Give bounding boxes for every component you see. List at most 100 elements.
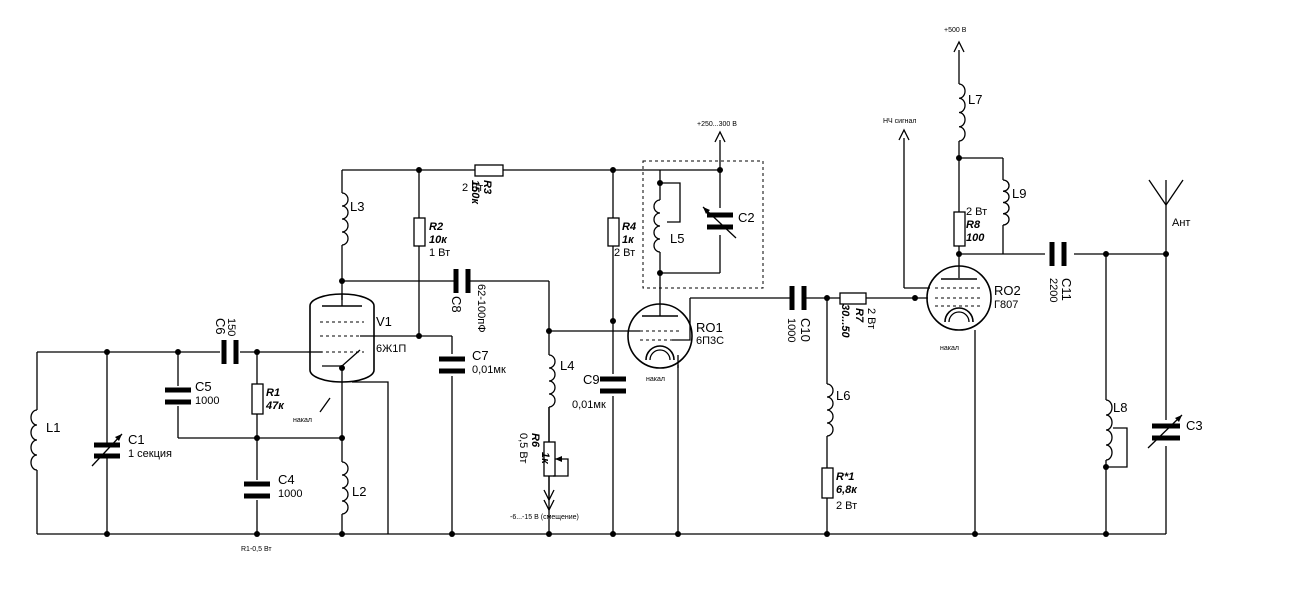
- bias-terminal: -6...-15 В (смещение): [510, 489, 579, 521]
- c8-label: C8: [449, 296, 464, 313]
- capacitor-c5: C5 1000: [164, 379, 219, 407]
- c1-label: C1: [128, 432, 145, 447]
- r4-value: 1к: [622, 234, 635, 246]
- resistor-r3: R3 150к 2 Вт: [462, 164, 504, 205]
- l2-label: L2: [352, 484, 366, 499]
- resistor-r4: R4 1к 2 Вт: [607, 217, 636, 259]
- c5-label: C5: [195, 379, 212, 394]
- antenna-icon: Ант: [1148, 179, 1190, 229]
- c9-label: C9: [583, 372, 600, 387]
- r6-label: R6: [529, 433, 541, 448]
- r3-label: R3: [481, 180, 493, 194]
- r2-power: 1 Вт: [429, 247, 450, 259]
- r1-label: R1: [266, 387, 280, 399]
- supply-ro2-label: +500 В: [944, 27, 967, 34]
- resistor-r2: R2 10к 1 Вт: [413, 217, 450, 259]
- l6-label: L6: [836, 388, 850, 403]
- resistor-r8: 2 Вт R8 100: [953, 206, 987, 247]
- c7-label: C7: [472, 348, 489, 363]
- c4-label: C4: [278, 472, 295, 487]
- ro2-type: Г807: [994, 299, 1018, 311]
- c9-value: 0,01мк: [572, 399, 606, 411]
- note-r1-power: R1-0,5 Вт: [241, 546, 272, 553]
- inductor-l7: L7: [952, 83, 982, 142]
- c4-value: 1000: [278, 488, 302, 500]
- capacitor-c10: C10 1000: [785, 286, 813, 342]
- inductor-l8: L8: [1100, 399, 1128, 468]
- rstar-power: 2 Вт: [836, 500, 857, 512]
- c6-value: 150: [225, 318, 237, 336]
- v1-type: 6Ж1П: [376, 343, 406, 355]
- ro1-nakal: накал: [646, 376, 665, 383]
- inductor-l5: L5: [653, 182, 684, 253]
- c10-value: 1000: [785, 318, 797, 342]
- capacitor-c8: C8 62-100пФ: [449, 269, 487, 333]
- capacitor-c1: C1 1 секция: [91, 432, 172, 467]
- r8-label: R8: [966, 219, 981, 231]
- c11-label: C11: [1059, 278, 1074, 301]
- tank-enclosure: [642, 160, 764, 289]
- ro2-label: RO2: [994, 283, 1021, 298]
- v1-label: V1: [376, 314, 392, 329]
- r4-label: R4: [622, 221, 636, 233]
- bias-label: -6...-15 В (смещение): [510, 514, 579, 521]
- capacitor-c4: C4 1000: [243, 472, 302, 500]
- r7-value: 30...50: [839, 304, 851, 339]
- v1-nakal: накал: [293, 417, 312, 424]
- tube-v1: V1 6Ж1П накал: [293, 293, 406, 424]
- af-signal-terminal: НЧ сигнал: [883, 118, 916, 141]
- supply-ro1-label: +250...300 В: [697, 121, 737, 128]
- l8-label: L8: [1113, 400, 1127, 415]
- tube-ro2: RO2 Г807 накал: [926, 265, 1021, 352]
- junction-dots: [104, 155, 1169, 537]
- l4-label: L4: [560, 358, 574, 373]
- r3-power: 2 Вт: [462, 182, 483, 194]
- c8-value: 62-100пФ: [475, 284, 487, 333]
- inductor-l4: L4: [543, 354, 574, 408]
- c10-label: C10: [798, 318, 813, 342]
- tube-ro1: RO1 6П3С накал: [627, 298, 724, 383]
- antenna-label: Ант: [1172, 217, 1190, 229]
- r6-power: 0,5 Вт: [517, 433, 529, 463]
- inductor-l1: L1: [30, 409, 60, 471]
- c3-label: C3: [1186, 418, 1203, 433]
- resistor-r1: R1 47к: [251, 383, 285, 415]
- r8-value: 100: [966, 232, 985, 244]
- capacitor-c3: C3: [1147, 414, 1203, 449]
- inductor-l6: L6: [820, 383, 850, 437]
- r7-label: R7: [853, 308, 865, 323]
- r4-power: 2 Вт: [614, 247, 635, 259]
- c7-value: 0,01мк: [472, 364, 506, 376]
- ro1-type: 6П3С: [696, 335, 724, 347]
- supply-terminal-ro1: +250...300 В: [697, 121, 737, 143]
- l9-label: L9: [1012, 186, 1026, 201]
- resistor-r6: R6 1к 0,5 Вт: [517, 407, 569, 500]
- l5-label: L5: [670, 231, 684, 246]
- capacitor-c7: C7 0,01мк: [438, 348, 506, 376]
- af-signal-label: НЧ сигнал: [883, 118, 916, 125]
- c11-value: 2200: [1047, 278, 1059, 302]
- r7-power: 2 Вт: [865, 308, 877, 329]
- r2-value: 10к: [429, 234, 448, 246]
- r3-value: 150к: [469, 180, 481, 205]
- resistor-r7: R7 30...50 2 Вт: [839, 292, 877, 339]
- capacitor-c6: C6 150: [213, 318, 239, 364]
- c5-value: 1000: [195, 395, 219, 407]
- capacitor-c2: C2: [702, 206, 755, 239]
- supply-terminal-ro2: +500 В: [944, 27, 967, 53]
- inductor-l2: L2: [336, 461, 366, 515]
- l1-label: L1: [46, 420, 60, 435]
- ro1-label: RO1: [696, 320, 723, 335]
- c1-value: 1 секция: [128, 448, 172, 460]
- inductor-l3: L3: [336, 192, 364, 246]
- c6-label: C6: [213, 318, 228, 335]
- r6-value: 1к: [539, 452, 551, 465]
- l3-label: L3: [350, 199, 364, 214]
- capacitor-c11: C11 2200: [1047, 242, 1074, 302]
- r1-value: 47к: [265, 400, 285, 412]
- ro2-nakal: накал: [940, 345, 959, 352]
- inductor-l9: L9: [996, 179, 1026, 226]
- r8-power: 2 Вт: [966, 206, 987, 218]
- resistor-rstar1: R*1 6,8к 2 Вт: [821, 467, 858, 512]
- c2-label: C2: [738, 210, 755, 225]
